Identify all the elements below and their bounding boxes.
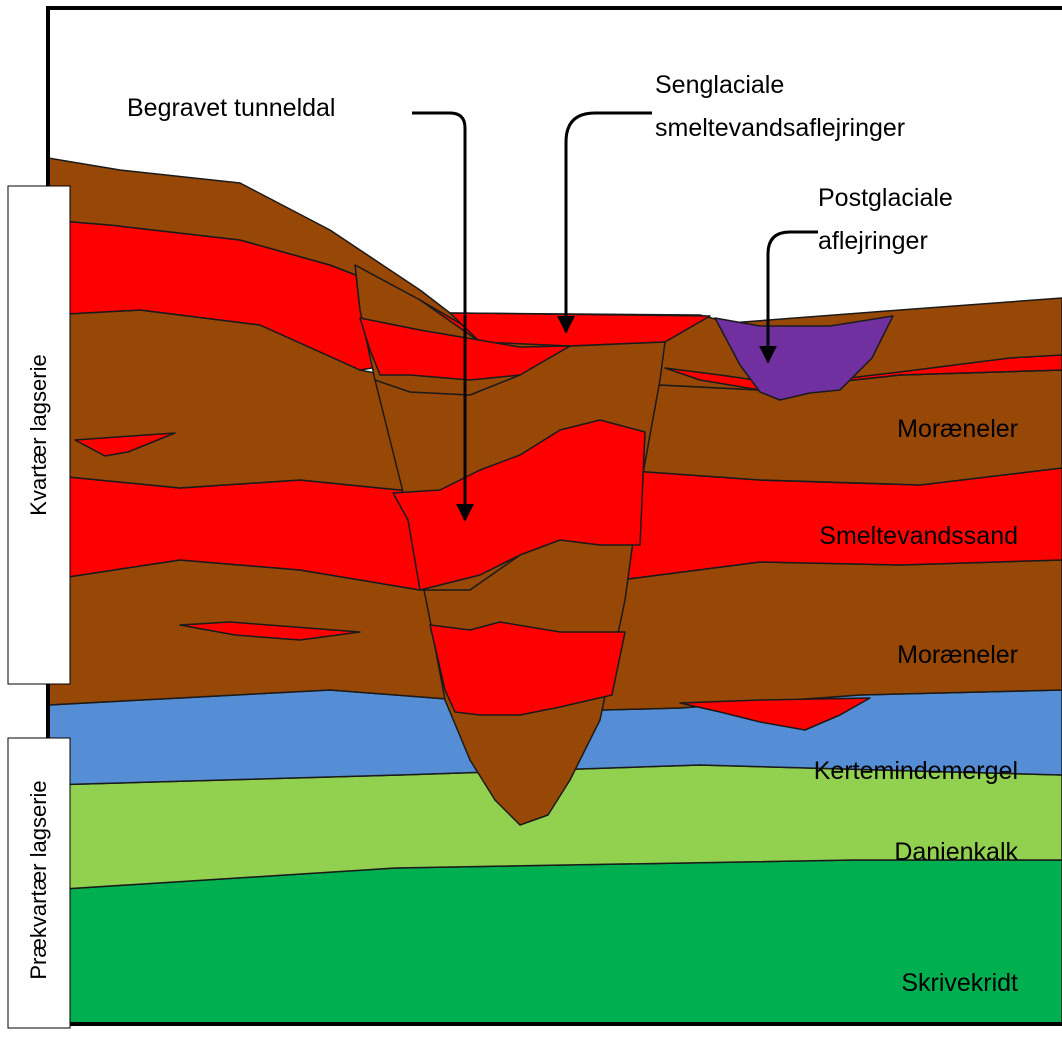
label-senglacial-2: smeltevandsaflejringer (655, 114, 905, 142)
layer-skrivekridt (48, 860, 1062, 1024)
series-label-kvartaer: Kvartær lagserie (26, 354, 51, 515)
label-danienkalk: Danienkalk (894, 838, 1018, 866)
label-tunneldal: Begravet tunneldal (127, 94, 335, 122)
series-label-praekvartaer: Prækvartær lagserie (26, 780, 51, 979)
label-moraeneler-upper: Moræneler (897, 415, 1018, 443)
arrow-senglacial (566, 113, 652, 332)
label-skrivekridt: Skrivekridt (901, 969, 1018, 997)
label-moraeneler-lower: Moræneler (897, 641, 1018, 669)
label-kertemindemergel: Kertemindemergel (814, 757, 1018, 785)
label-postglacial-2: aflejringer (818, 227, 928, 255)
label-postglacial-1: Postglaciale (818, 184, 953, 212)
label-senglacial-1: Senglaciale (655, 71, 784, 99)
label-smeltevandssand: Smeltevandssand (819, 522, 1018, 550)
